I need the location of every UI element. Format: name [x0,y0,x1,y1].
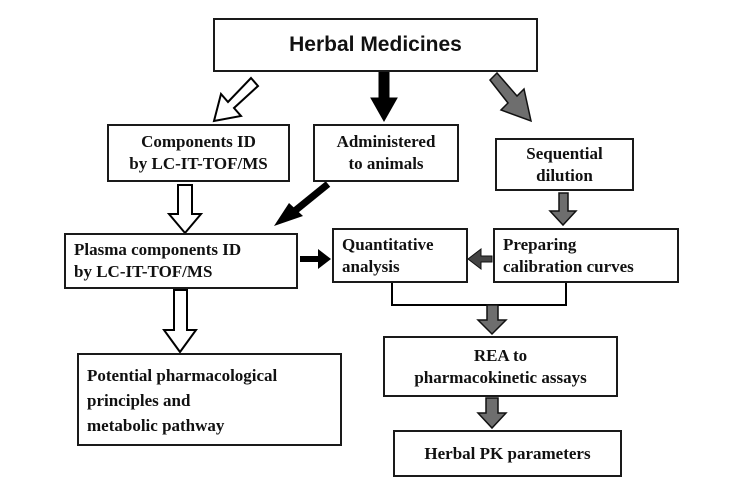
box-quantitative-analysis: Quantitative analysis [332,228,468,283]
box-administered: Administered to animals [313,124,459,182]
arrow-rea-to-pk [476,397,508,430]
join-connector [391,283,567,306]
arrow-join-to-rea [476,304,508,336]
arrow-components-to-plasma [166,184,204,235]
arrow-herbal-to-components [212,76,260,123]
box-rea-assays: REA to pharmacokinetic assays [383,336,618,397]
arrow-administered-to-plasma-head [274,203,303,226]
box-preparing-calibration: Preparing calibration curves [493,228,679,283]
arrow-plasma-to-quantitative [300,249,331,269]
arrow-herbal-to-administered [370,71,398,123]
arrow-plasma-to-principles [162,289,198,354]
box-sequential-dilution: Sequential dilution [495,138,634,191]
box-herbal-medicines: Herbal Medicines [213,18,538,72]
arrow-administered-to-plasma-line [288,181,331,217]
box-plasma-components-id: Plasma components ID by LC-IT-TOF/MS [64,233,298,289]
box-components-id: Components ID by LC-IT-TOF/MS [107,124,290,182]
box-potential-principles: Potential pharmacological principles and… [77,353,342,446]
box-herbal-pk-parameters: Herbal PK parameters [393,430,622,477]
arrow-herbal-to-dilution [489,71,533,123]
arrow-dilution-to-calibration [548,192,578,227]
arrow-calibration-to-quantitative [467,247,493,271]
